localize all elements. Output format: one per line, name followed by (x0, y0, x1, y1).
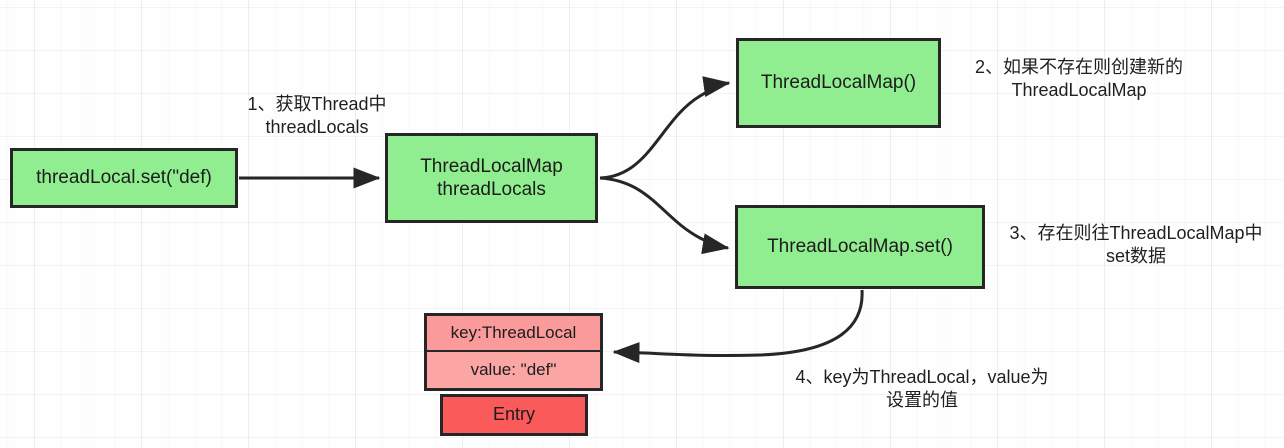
entry-key-row[interactable]: key:ThreadLocal (424, 313, 603, 352)
arrow-mapset-to-entry (612, 289, 864, 364)
node-threadlocalmap-constructor[interactable]: ThreadLocalMap() (736, 38, 941, 128)
annotation-step-1: 1、获取Thread中 threadLocals (247, 94, 387, 138)
arrow-threadlocals-to-ctor (599, 76, 731, 180)
annotation-step-3: 3、存在则往ThreadLocalMap中 set数据 (1009, 223, 1263, 267)
annotation-step-4: 4、key为ThreadLocal，value为 设置的值 (795, 367, 1049, 411)
entry-label-row[interactable]: Entry (440, 394, 588, 436)
node-threadlocalmap-set[interactable]: ThreadLocalMap.set() (735, 205, 985, 289)
entry-value-row[interactable]: value: "def" (424, 352, 603, 391)
node-threadlocal-set[interactable]: threadLocal.set("def) (10, 148, 238, 208)
annotation-step-2: 2、如果不存在则创建新的 ThreadLocalMap (974, 57, 1183, 101)
node-threadlocalmap-threadlocals[interactable]: ThreadLocalMap threadLocals (385, 133, 598, 223)
arrow-threadlocals-to-mapset (599, 176, 730, 255)
